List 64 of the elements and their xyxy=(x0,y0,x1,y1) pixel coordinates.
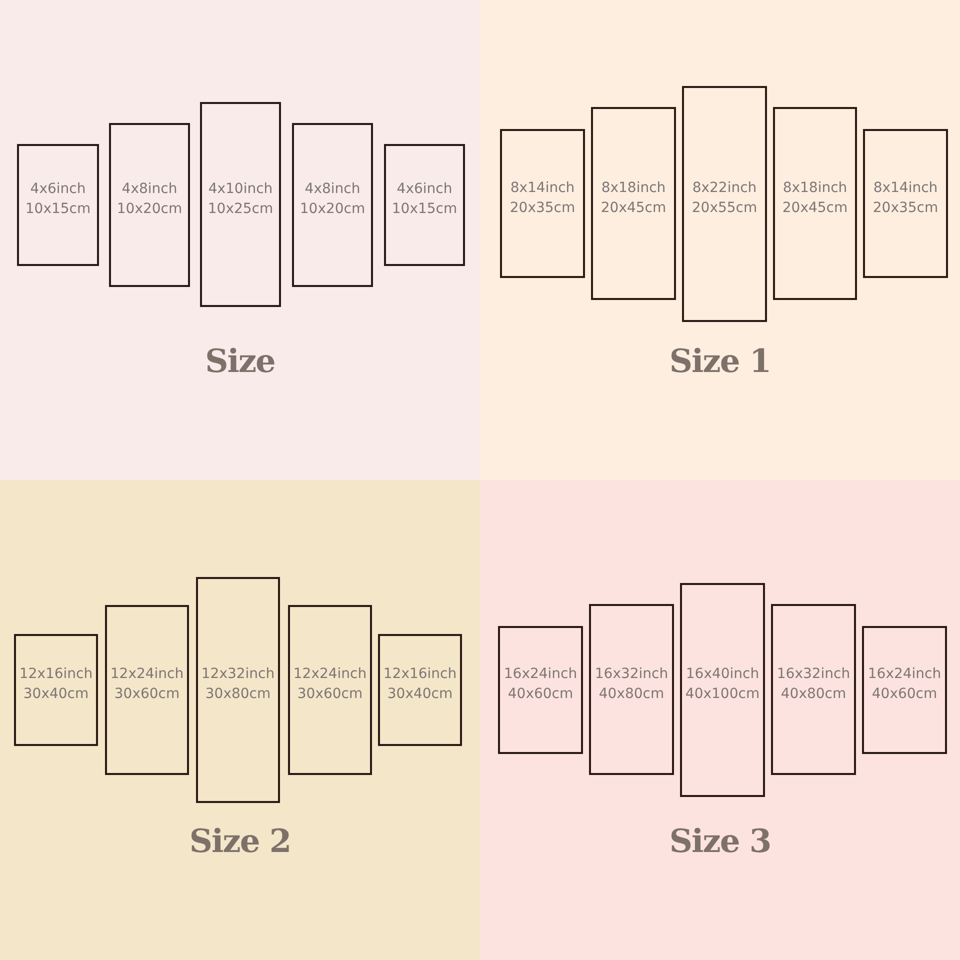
size-title: Size xyxy=(205,342,275,380)
frame-outline xyxy=(498,626,583,754)
dimension-text: 20x45cm xyxy=(782,198,848,218)
frame-outline xyxy=(17,144,99,266)
dimension-text: 12x24inch xyxy=(293,665,367,684)
frame-outline xyxy=(682,86,767,322)
frame-outline xyxy=(14,634,98,746)
frame-outline xyxy=(680,583,765,797)
dimension-text: 12x32inch xyxy=(201,665,275,684)
dimension-text: 10x25cm xyxy=(208,200,274,218)
dimension-text: 20x35cm xyxy=(872,198,938,218)
size-title: Size 3 xyxy=(669,822,771,860)
dimension-text: 16x32inch xyxy=(594,664,668,684)
frame-outline xyxy=(771,604,856,775)
dimension-text: 40x80cm xyxy=(780,684,846,704)
dimension-text: 4x8inch xyxy=(304,180,360,199)
dimension-text: 40x60cm xyxy=(508,685,574,704)
dimension-text: 4x10inch xyxy=(208,180,273,198)
dimension-text: 30x40cm xyxy=(23,685,89,704)
dimension-text: 10x15cm xyxy=(25,200,91,219)
dimension-text: 30x60cm xyxy=(297,685,363,704)
frame-outline xyxy=(384,144,465,266)
dimension-text: 40x80cm xyxy=(598,684,664,704)
frame-outline xyxy=(292,123,373,287)
dimension-text: 12x24inch xyxy=(110,665,184,684)
dimension-text: 16x40inch xyxy=(686,665,760,684)
dimension-text: 10x20cm xyxy=(300,200,366,219)
dimension-text: 10x15cm xyxy=(392,200,458,219)
frame-outline xyxy=(862,626,947,754)
frame-outline xyxy=(109,123,190,287)
frame-outline xyxy=(105,605,189,775)
dimension-text: 16x24inch xyxy=(504,665,578,684)
frame-outline xyxy=(591,107,676,300)
frame-outline xyxy=(589,604,674,775)
dimension-text: 4x6inch xyxy=(396,180,452,199)
dimension-text: 40x60cm xyxy=(872,685,938,704)
dimension-text: 20x55cm xyxy=(692,199,758,218)
dimension-text: 12x16inch xyxy=(19,665,93,684)
dimension-text: 30x60cm xyxy=(114,685,180,704)
dimension-text: 30x80cm xyxy=(205,685,271,704)
size-title: Size 1 xyxy=(669,342,771,380)
frame-outline xyxy=(196,577,280,803)
frame-outline xyxy=(863,129,948,278)
dimension-text: 8x14inch xyxy=(873,178,938,198)
dimension-text: 8x22inch xyxy=(692,179,757,198)
dimension-text: 4x8inch xyxy=(122,180,178,199)
frame-outline xyxy=(288,605,372,775)
frame-outline xyxy=(500,129,585,278)
dimension-text: 8x18inch xyxy=(782,178,848,198)
frame-outline xyxy=(200,102,281,307)
dimension-text: 12x16inch xyxy=(383,665,457,684)
dimension-text: 8x14inch xyxy=(510,178,575,198)
size-title: Size 2 xyxy=(189,822,291,860)
dimension-text: 10x20cm xyxy=(116,200,182,219)
dimension-text: 4x6inch xyxy=(30,180,86,199)
frame-outline xyxy=(378,634,462,746)
dimension-text: 16x24inch xyxy=(868,665,942,684)
dimension-text: 30x40cm xyxy=(387,685,453,704)
dimension-text: 40x100cm xyxy=(685,685,760,704)
dimension-text: 8x18inch xyxy=(601,178,666,198)
dimension-text: 20x35cm xyxy=(510,198,576,218)
dimension-text: 20x45cm xyxy=(600,198,666,218)
dimension-text: 16x32inch xyxy=(776,664,850,684)
frame-outline xyxy=(773,107,857,300)
